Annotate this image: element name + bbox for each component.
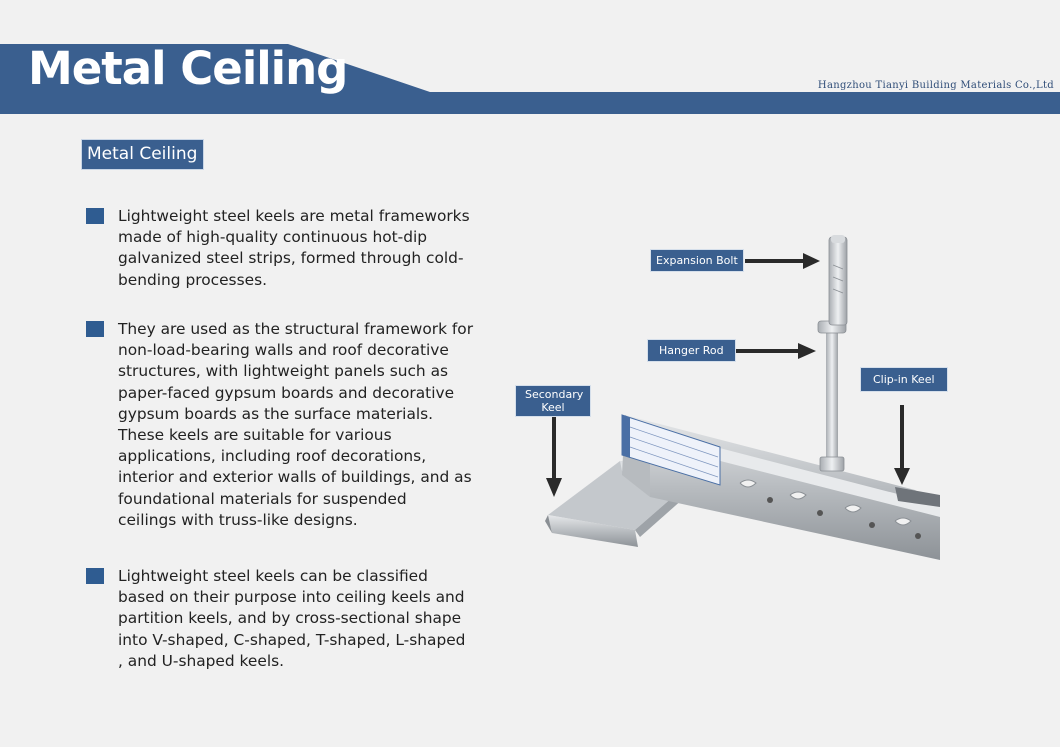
bullet-square	[86, 321, 104, 337]
bullet-text: They are used as the structural framewor…	[118, 320, 474, 529]
bullet-square	[86, 208, 104, 224]
arrow-expansion-bolt	[745, 253, 820, 269]
label-secondary-keel: Secondary Keel	[515, 385, 591, 417]
label-clip-in-keel: Clip-in Keel	[860, 367, 948, 392]
product-sticker	[621, 414, 721, 486]
section-label: Metal Ceiling	[81, 139, 205, 170]
page-title: Metal Ceiling	[28, 42, 348, 95]
bullet-text: Lightweight steel keels can be classifie…	[118, 567, 466, 670]
header-banner	[0, 44, 1060, 114]
bullet-square	[86, 568, 104, 584]
label-hanger-rod: Hanger Rod	[647, 339, 736, 362]
arrow-secondary-keel	[546, 417, 562, 497]
banner-shape	[0, 44, 1060, 114]
keel-assembly-illustration	[545, 235, 940, 560]
hanger-rod	[817, 320, 847, 472]
label-expansion-bolt: Expansion Bolt	[650, 249, 744, 272]
arrow-hanger-rod	[732, 343, 816, 359]
bullet-text: Lightweight steel keels are metal framew…	[118, 207, 470, 289]
arrow-clip-in-keel	[894, 405, 910, 485]
company-name: Hangzhou Tianyi Building Materials Co.,L…	[817, 80, 1054, 91]
expansion-bolt	[828, 235, 848, 326]
